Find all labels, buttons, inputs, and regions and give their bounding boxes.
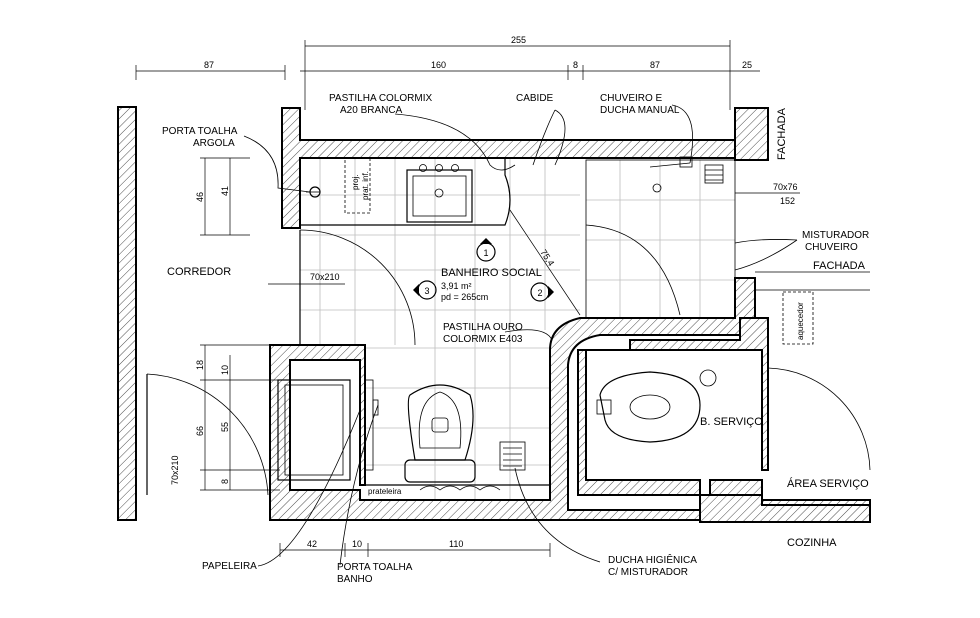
label-area-servico: ÁREA SERVIÇO [787,477,869,490]
label-b-servico: B. SERVIÇO [700,416,763,428]
callout-ducha-higienica-2: C/ MISTURADOR [608,567,688,578]
dim-diagonal: 75,4 [538,248,556,268]
label-prateleira: prateleira [368,487,402,496]
callout-pastilha-ouro-2: COLORMIX E403 [443,334,523,345]
dim-top-c: 87 [650,60,660,70]
dim-left-18: 18 [195,360,205,370]
room-area: 3,91 m² [441,281,472,291]
dim-bottom-10: 10 [352,539,362,549]
section-marker-2: 2 [530,282,554,302]
label-aquecedor: aquecedor [796,302,805,340]
dim-top-total: 255 [511,35,526,45]
towel-niche [277,379,379,481]
dim-top-d: 25 [742,60,752,70]
dim-left-55: 55 [220,422,230,432]
label-proj-prat: proj. [351,174,360,190]
callout-pastilha-ouro: PASTILHA OURO [443,322,523,333]
callout-misturador-2: CHUVEIRO [805,242,858,253]
bidet-shower [499,441,526,471]
callout-porta-toalha-argola: PORTA TOALHA [162,126,238,137]
dim-top-left: 87 [204,60,214,70]
callout-pastilha-colormix: PASTILHA COLORMIX [329,93,433,104]
label-cozinha: COZINHA [787,537,837,549]
label-fachada: FACHADA [813,260,866,272]
callout-porta-toalha-banho-2: BANHO [337,574,373,585]
callout-cabide: CABIDE [516,93,554,104]
dim-bottom-110: 110 [449,539,463,549]
callout-chuveiro: CHUVEIRO E [600,93,663,104]
section-marker-3: 3 [413,280,437,300]
leader-lines [243,104,798,567]
svg-text:1: 1 [483,248,488,258]
label-proj-prat-2: prat. inf. [361,171,370,200]
label-fachada-vertical: FACHADA [776,107,788,160]
doors [146,229,871,496]
dimension-lines [135,40,870,557]
dim-top-b: 8 [573,60,578,70]
dim-bottom-42: 42 [307,539,317,549]
section-marker-1: 1 [476,238,496,262]
dim-left-41: 41 [220,186,230,196]
dim-left-8: 8 [220,479,230,484]
label-corredor: CORREDOR [167,266,231,278]
walls [117,106,871,523]
label-door-main: 70x210 [310,272,340,282]
svg-text:3: 3 [424,286,429,296]
dim-left-46: 46 [195,192,205,202]
callout-papeleira: PAPELEIRA [202,561,257,572]
toilet [404,384,476,483]
service-toilet [596,369,717,443]
callout-ducha-higienica: DUCHA HIGIÊNICA [608,553,697,566]
room-name: BANHEIRO SOCIAL [441,267,542,279]
callout-porta-toalha-banho: PORTA TOALHA [337,562,413,573]
callout-misturador: MISTURADOR [802,230,869,241]
callout-pastilha-colormix-2: A20 BRANCA [340,105,403,116]
dim-left-10: 10 [220,365,230,375]
label-window-size: 70x76 [773,182,798,192]
callout-chuveiro-2: DUCHA MANUAL [600,105,680,116]
callout-porta-toalha-argola-2: ARGOLA [193,138,235,149]
dim-left-66: 66 [195,426,205,436]
water-heater [782,291,814,345]
label-window-sill: 152 [780,196,795,206]
shower [585,156,736,319]
sink-counter [299,157,511,226]
svg-text:2: 2 [537,288,542,298]
dim-top-a: 160 [431,60,446,70]
room-height: pd = 265cm [441,292,488,302]
label-door-corridor: 70x210 [170,455,180,485]
